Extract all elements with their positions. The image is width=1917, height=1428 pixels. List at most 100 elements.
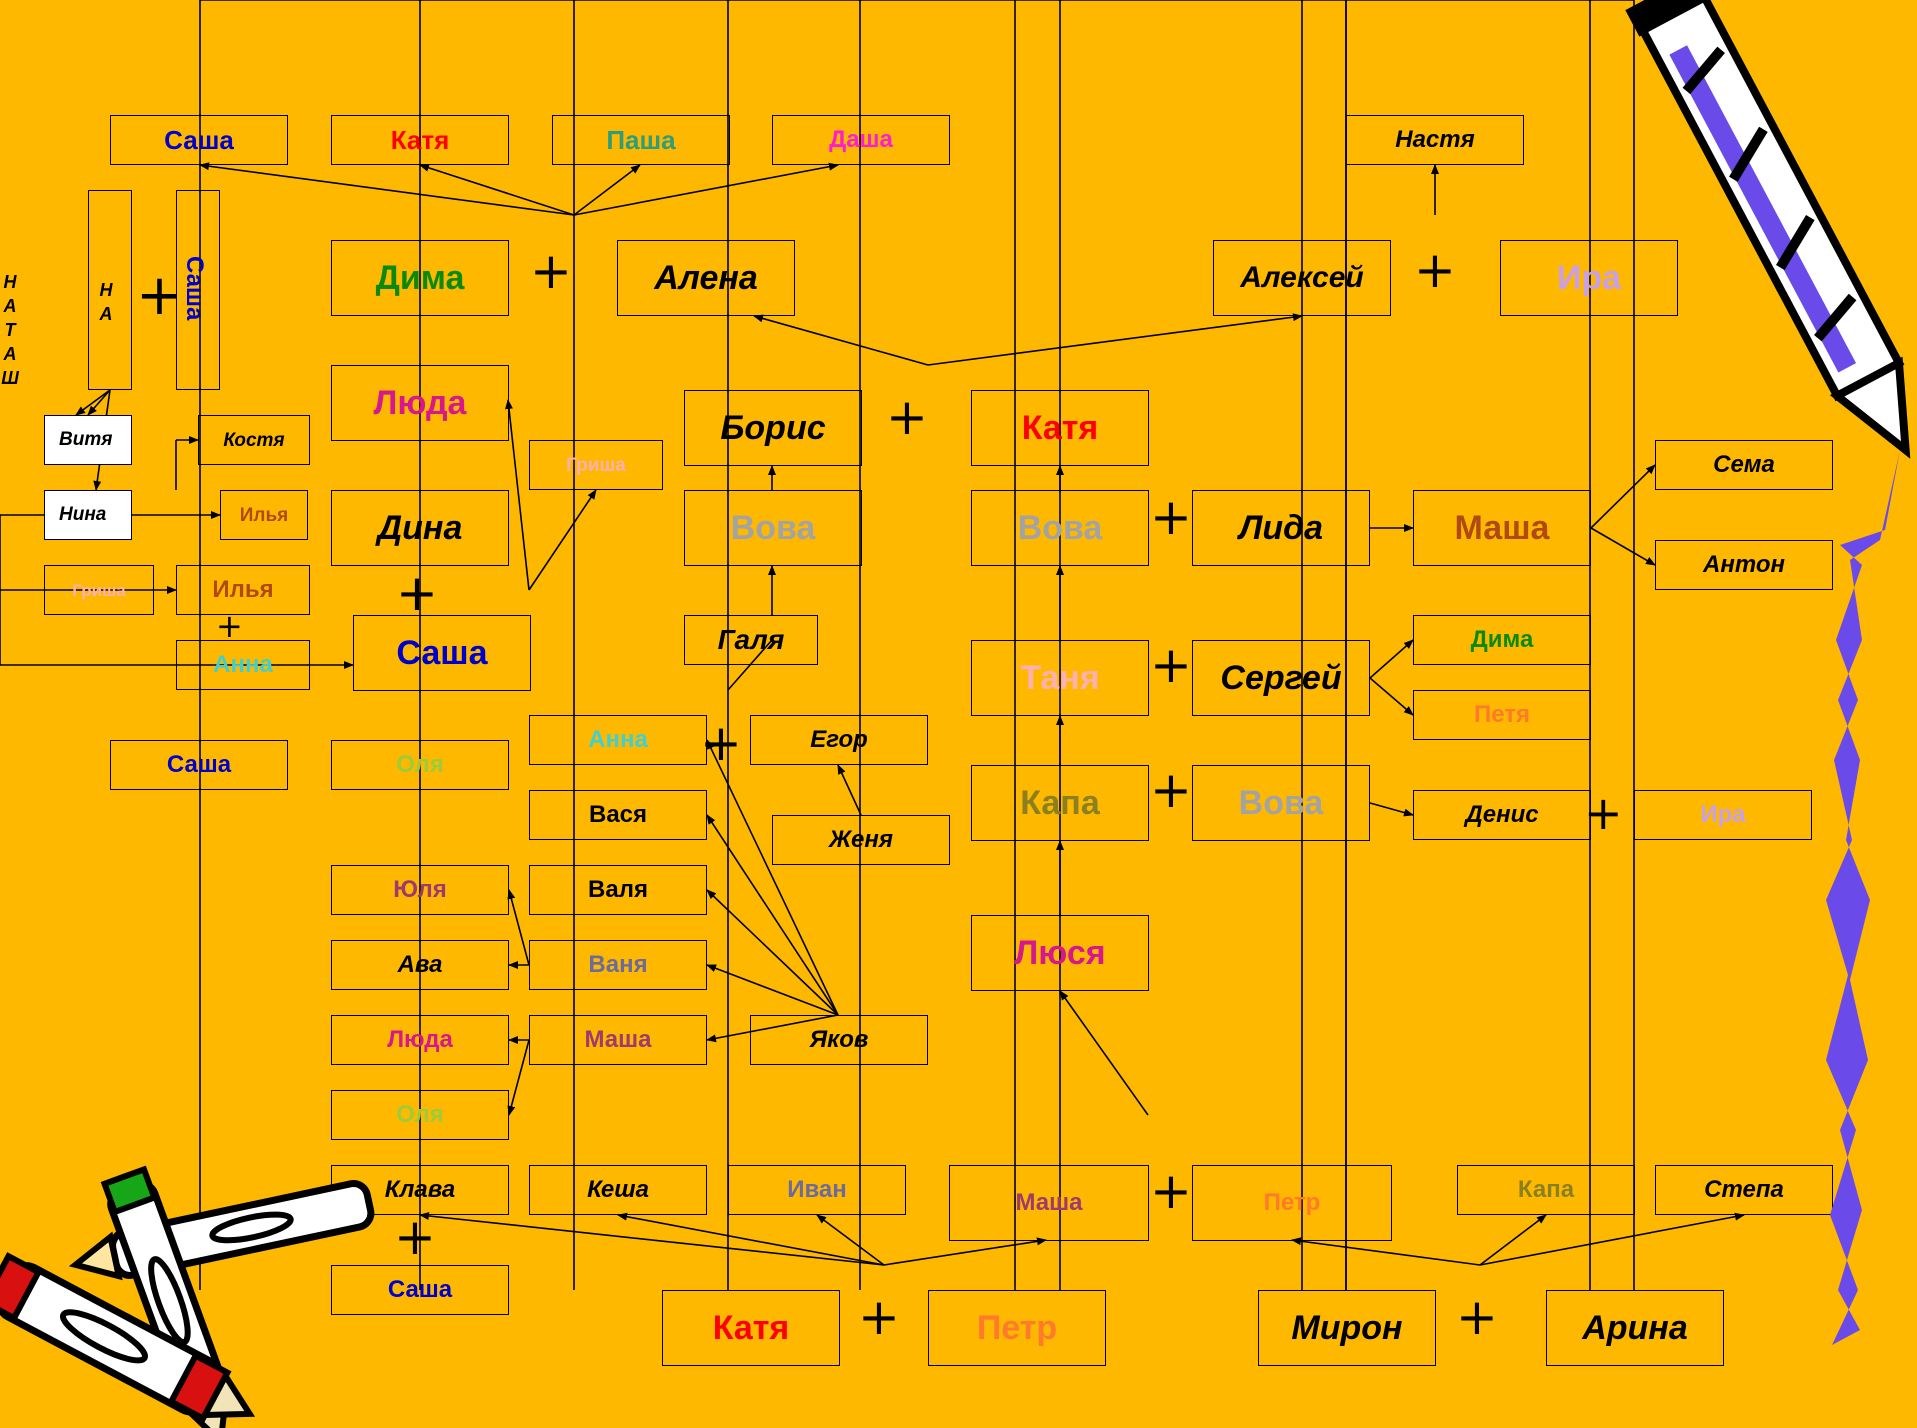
person-box-pasha: Паша [552,115,730,165]
connector-line [508,400,529,590]
person-box-dima: Дима [331,240,509,316]
connector-line [420,165,574,215]
person-box-valya: Валя [529,865,707,915]
connector-line [1591,465,1655,528]
connector-line [1060,991,1148,1115]
person-box-kostya: Костя [198,415,310,465]
vertical-name-nata: Н А [96,278,116,326]
person-box-egor: Егор [750,715,928,765]
person-box-lida: Лида [1192,490,1370,566]
person-box-vitya: Витя [44,415,132,465]
connector-line [884,1240,1046,1265]
person-box-sasha-low: Саша [110,740,288,790]
plus-sign: + [396,568,438,618]
person-box-miron: Мирон [1258,1290,1436,1366]
person-box-vova-1: Вова [684,490,862,566]
plus-sign: + [394,1212,436,1262]
person-box-sasha-mid: Саша [353,615,531,691]
connector-line [420,1215,884,1265]
connector-line [707,890,838,1015]
person-box-kapa-mid: Капа [971,765,1149,841]
person-box-grisha-left: Гриша [44,565,154,615]
person-box-denis: Денис [1413,790,1591,840]
plus-sign: + [1414,245,1456,295]
person-box-ava: Ава [331,940,509,990]
person-box-nastya: Настя [1346,115,1524,165]
plus-sign: + [1150,640,1192,690]
person-box-yulya: Юля [331,865,509,915]
connector-line [509,890,529,965]
person-box-dina: Дина [331,490,509,566]
person-box-masha-mid: Маша [529,1015,707,1065]
plus-sign: + [1150,1166,1192,1216]
plus-sign: + [136,268,183,324]
person-box-aleksey: Алексей [1213,240,1391,316]
connector-line [707,740,838,1015]
connector-line [574,165,640,215]
person-box-kapa-low: Капа [1457,1165,1635,1215]
connector-line [76,390,110,415]
connector-line [1370,803,1413,815]
plus-sign: + [1150,492,1192,542]
plus-sign: + [700,718,742,768]
plus-sign: + [1584,790,1623,836]
plus-sign: + [886,392,928,442]
person-box-lyuda-top: Люда [331,365,509,441]
person-box-dasha: Даша [772,115,950,165]
connector-line [200,165,574,215]
connector-line [1370,640,1413,678]
person-box-anton: Антон [1655,540,1833,590]
person-box-zhenya: Женя [772,815,950,865]
person-box-petya: Петя [1413,690,1591,740]
connector-line [754,316,928,365]
person-box-petr-bottom: Петр [928,1290,1106,1366]
plus-sign: + [530,246,572,296]
connector-line [1292,1240,1480,1265]
person-box-petr-mid: Петр [1192,1165,1392,1241]
person-box-olya-2: Оля [331,1090,509,1140]
person-box-ira-top: Ира [1500,240,1678,316]
person-box-grisha-mid: Гриша [529,440,663,490]
person-box-yakov: Яков [750,1015,928,1065]
connector-line [509,1040,529,1115]
person-box-ivan: Иван [728,1165,906,1215]
person-box-galya: Галя [684,615,818,665]
person-box-anna-left: Анна [176,640,310,690]
connector-line [1370,678,1413,715]
person-box-ilya-small: Илья [220,490,308,540]
person-box-ilya: Илья [176,565,310,615]
plus-sign: + [1150,765,1192,815]
person-box-vova-2: Вова [971,490,1149,566]
person-box-vova-3: Вова [1192,765,1370,841]
person-box-sasha-bottom: Саша [331,1265,509,1315]
plus-sign: + [858,1292,900,1342]
person-box-kesha: Кеша [529,1165,707,1215]
plus-sign: + [216,610,243,642]
person-box-tanya: Таня [971,640,1149,716]
person-box-masha-low: Маша [949,1165,1149,1241]
person-box-boris: Борис [684,390,862,466]
person-box-lyusya: Люся [971,915,1149,991]
person-box-katya-bottom: Катя [662,1290,840,1366]
connector-line [817,1215,884,1265]
connector-line [838,765,861,815]
connector-line [1480,1215,1744,1265]
person-box-ira-right: Ира [1634,790,1812,840]
person-box-lyuda-low: Люда [331,1015,509,1065]
person-box-sema: Сема [1655,440,1833,490]
person-box-sasha-top: Саша [110,115,288,165]
person-box-vasya: Вася [529,790,707,840]
person-box-masha-right: Маша [1413,490,1591,566]
connector-line [928,316,1302,365]
person-box-katya-mid: Катя [971,390,1149,466]
person-box-vanya: Ваня [529,940,707,990]
plus-sign: + [1456,1292,1498,1342]
person-box-dima-right: Дима [1413,615,1591,665]
connector-line [529,490,596,590]
vertical-name-natasha: Н А Т А Ш [0,270,20,390]
person-box-stepa: Степа [1655,1165,1833,1215]
person-box-anna-mid: Анна [529,715,707,765]
person-box-katya-top: Катя [331,115,509,165]
connector-line [574,165,838,215]
